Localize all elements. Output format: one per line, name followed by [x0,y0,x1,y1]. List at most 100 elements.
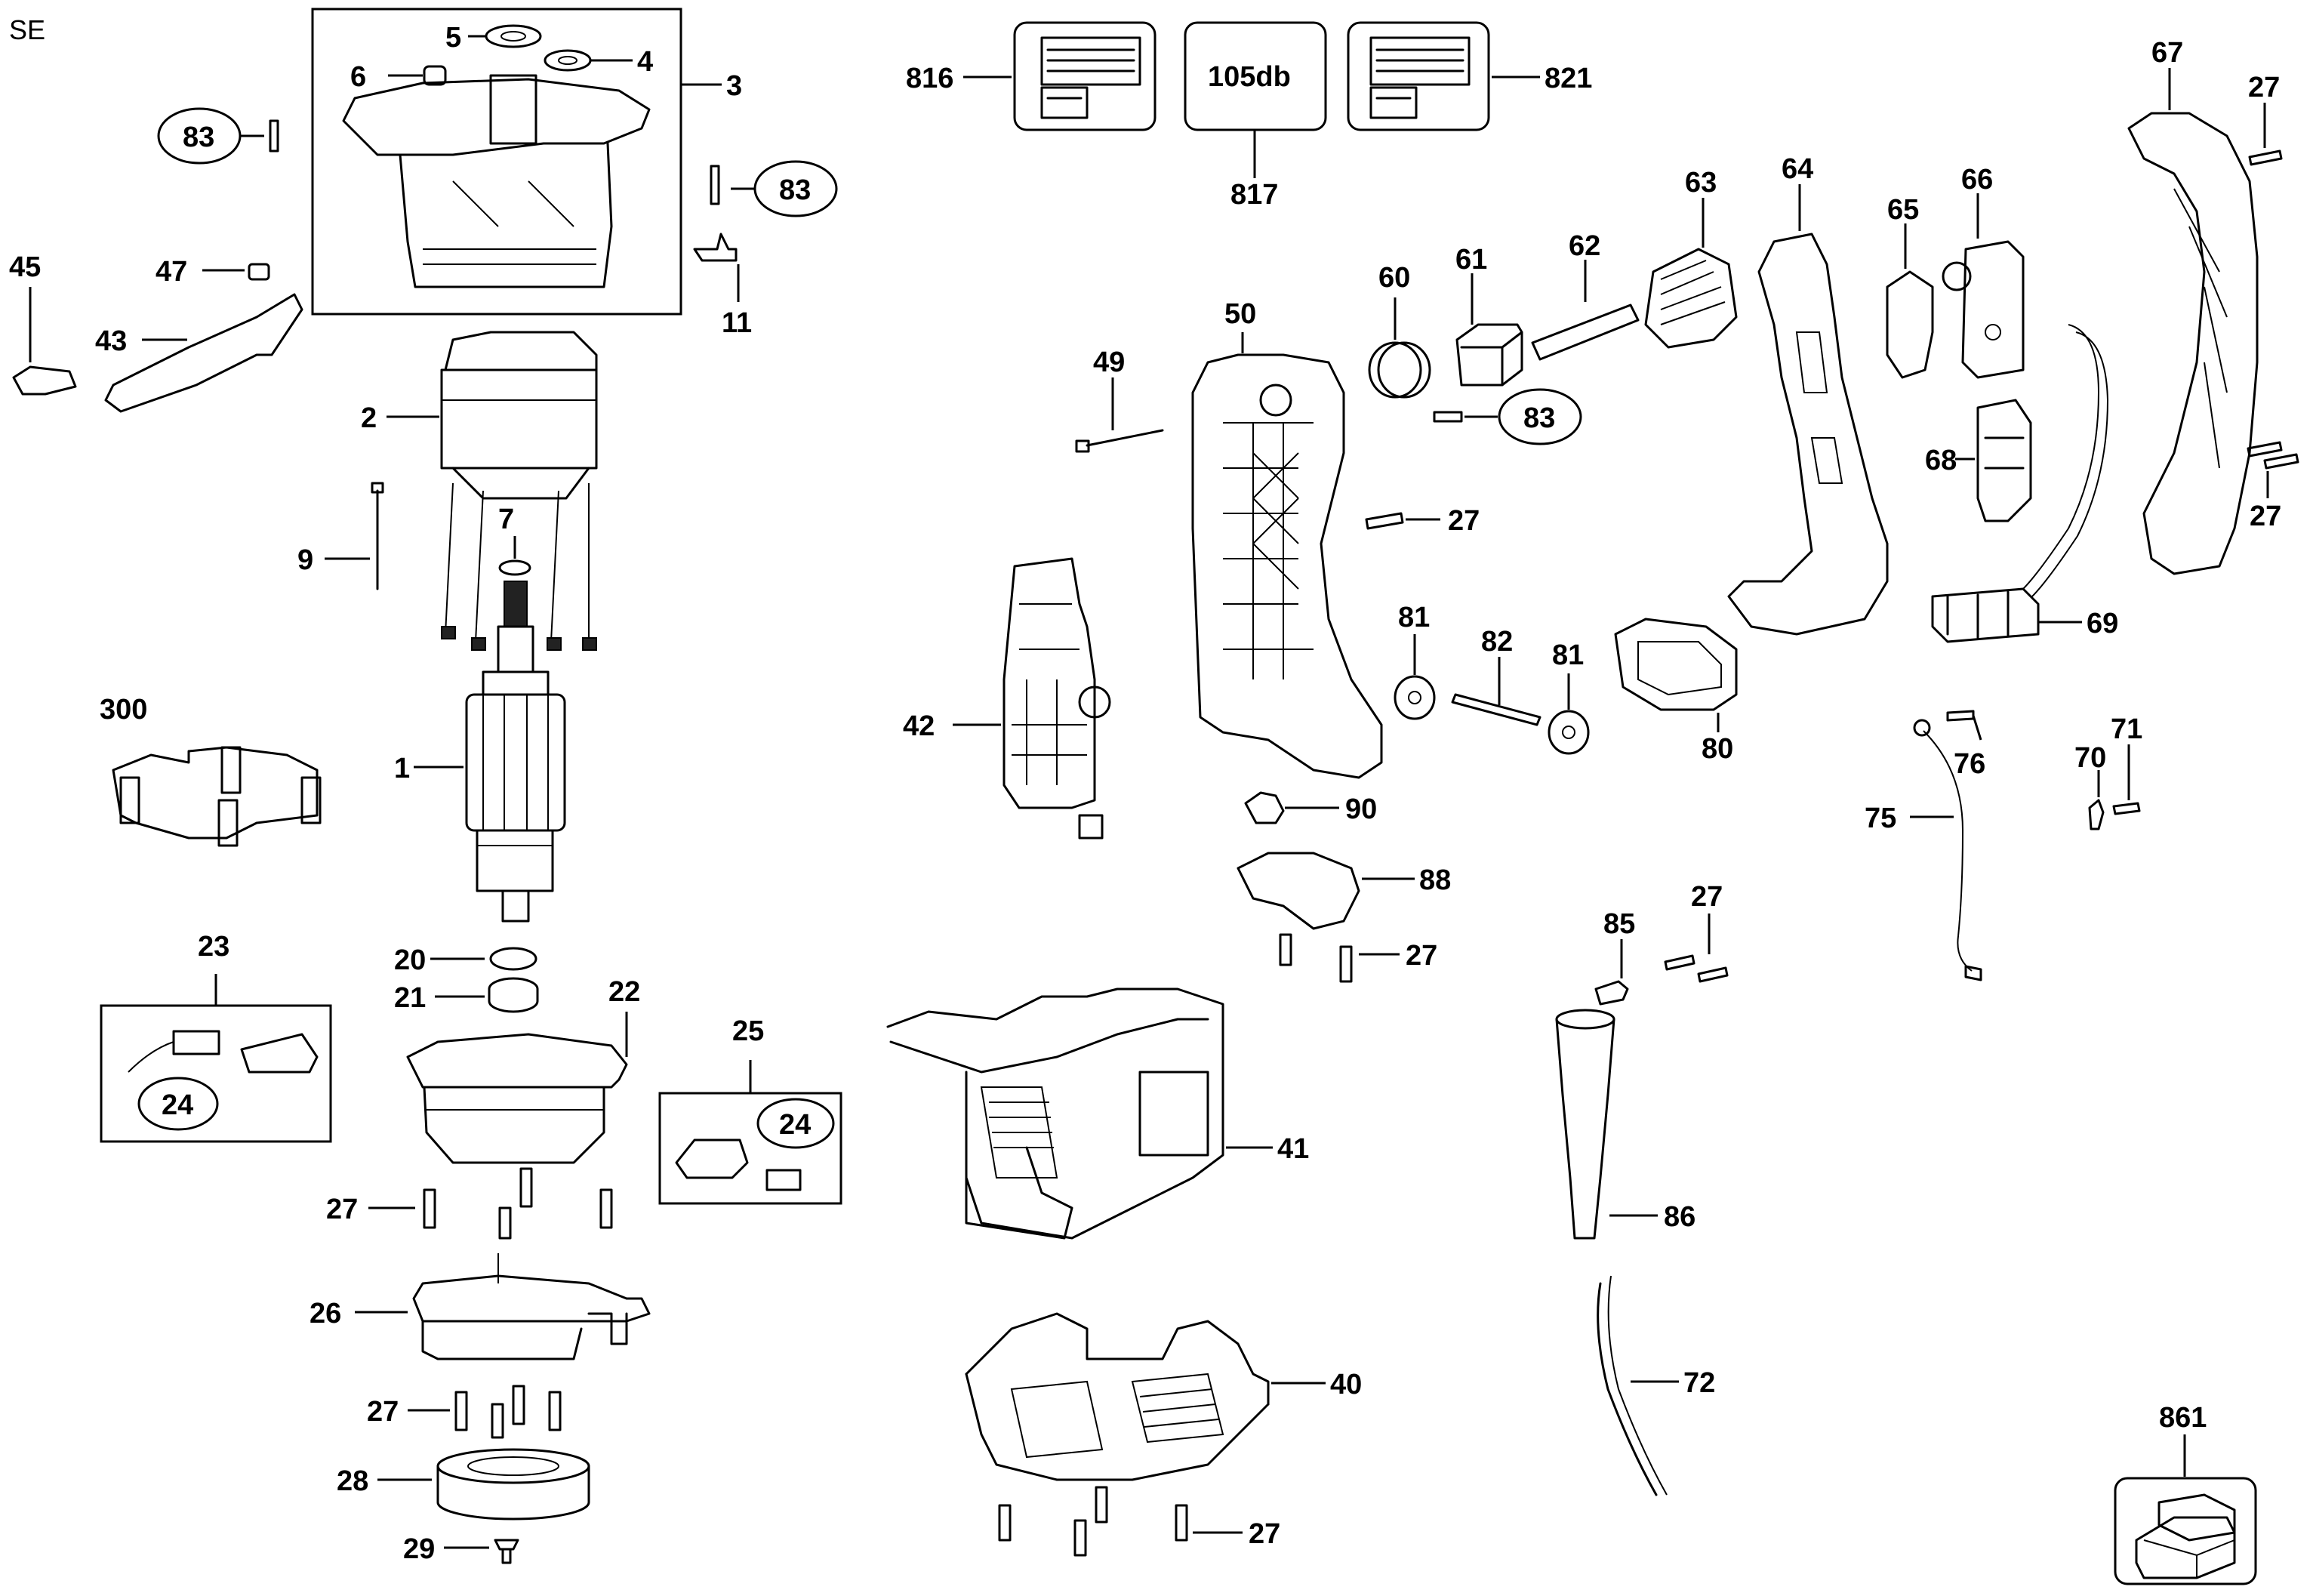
cord-protector-86 [1555,1009,1615,1240]
housing-41 [886,987,1224,1240]
switch-66 [1942,240,2025,379]
label-41: 41 [1277,1133,1309,1165]
decal-817-text: 105db [1208,61,1291,93]
label-88: 88 [1419,864,1451,896]
label-20: 20 [394,944,426,976]
block-61 [1455,323,1523,387]
label-27-h: 27 [1691,881,1723,913]
handle-cover-67 [2127,112,2259,575]
spring-47 [248,263,270,281]
screw-71 [2112,802,2141,815]
screw-27-top [2248,149,2283,166]
cover-88 [1237,852,1360,930]
label-86: 86 [1664,1201,1695,1233]
label-50: 50 [1224,298,1256,330]
label-7: 7 [498,504,514,535]
label-83-right: 83 [1523,402,1555,434]
screw-27-cord-a [1664,954,1695,971]
label-27-b: 27 [367,1396,399,1428]
label-40: 40 [1330,1369,1362,1400]
rod-62 [1531,303,1640,361]
label-63: 63 [1685,167,1717,199]
screw-49 [1086,429,1164,447]
label-65: 65 [1887,194,1919,226]
label-45: 45 [9,251,41,283]
label-70: 70 [2074,742,2106,774]
baffle-300 [112,746,322,847]
label-23: 23 [198,931,229,963]
gear-case-ribs [423,180,596,265]
view-code: SE [9,14,45,45]
label-6: 6 [350,61,366,93]
screw-83-right [1433,411,1463,423]
label-29: 29 [403,1533,435,1565]
label-27-a: 27 [326,1194,358,1225]
bearing-5 [485,24,542,48]
screw-27-cord-b [1697,966,1729,983]
clip-11 [693,233,738,262]
label-66: 66 [1961,164,1993,196]
terminal-70 [2088,799,2105,830]
screw-27-mid [2247,441,2283,458]
label-21: 21 [394,982,426,1014]
field-stator-2 [440,331,598,651]
armature-1 [465,581,566,923]
bushing-81-right [1548,710,1590,755]
label-62: 62 [1569,230,1600,262]
label-817: 817 [1230,179,1278,211]
screws-27-set-3 [998,1486,1188,1557]
label-68: 68 [1925,445,1957,476]
label-9: 9 [297,544,313,576]
screws-27-set-2 [454,1385,562,1439]
label-64: 64 [1782,153,1813,185]
brush-holder-frame-23 [100,1004,332,1143]
bearing-20 [489,947,537,971]
trigger-65 [1886,270,1934,379]
label-71: 71 [2111,713,2142,745]
label-27-e: 27 [1448,505,1480,537]
gear-case-frame [311,8,682,316]
label-72: 72 [1683,1367,1715,1399]
callout-24-left [137,1077,219,1131]
o-ring-7 [498,559,531,576]
clip-90 [1244,791,1285,824]
brush-holder-25 [675,1138,749,1179]
label-69: 69 [2087,608,2118,639]
label-76: 76 [1954,748,1985,780]
label-42: 42 [903,710,935,742]
label-27-g: 27 [1249,1518,1280,1550]
label-82: 82 [1481,626,1513,658]
rear-housing-50 [1191,353,1383,779]
label-821: 821 [1545,63,1592,94]
label-22: 22 [608,976,640,1008]
label-25: 25 [732,1015,764,1047]
screws-27-set-1 [423,1167,613,1240]
gear-case-body [399,142,613,288]
brush-holder-23 [240,1033,319,1074]
label-11: 11 [722,307,752,339]
label-60: 60 [1378,262,1410,294]
ring-28 [436,1448,590,1521]
bushing-6 [423,65,447,86]
label-61: 61 [1455,244,1487,276]
decal-821 [1347,21,1490,131]
spring-60 [1368,341,1431,399]
label-27-d: 27 [2250,501,2281,532]
label-1: 1 [394,753,410,784]
baffle-26 [412,1253,651,1360]
gear-case-group [311,8,682,316]
pin-82 [1451,693,1541,726]
label-861: 861 [2159,1402,2207,1434]
label-300: 300 [100,694,147,726]
decal-816 [1013,21,1156,131]
decal-817: 105db [1184,21,1327,131]
screw-27-mid-2 [2263,453,2299,470]
screw-29 [494,1539,519,1564]
cord-72 [1597,1282,1658,1496]
label-81-right: 81 [1552,639,1584,671]
wiring-harness-69 [1931,324,2109,643]
handle-64 [1727,233,1889,636]
housing-22 [406,1033,628,1164]
label-90: 90 [1345,793,1377,825]
label-83-mid: 83 [779,174,811,206]
